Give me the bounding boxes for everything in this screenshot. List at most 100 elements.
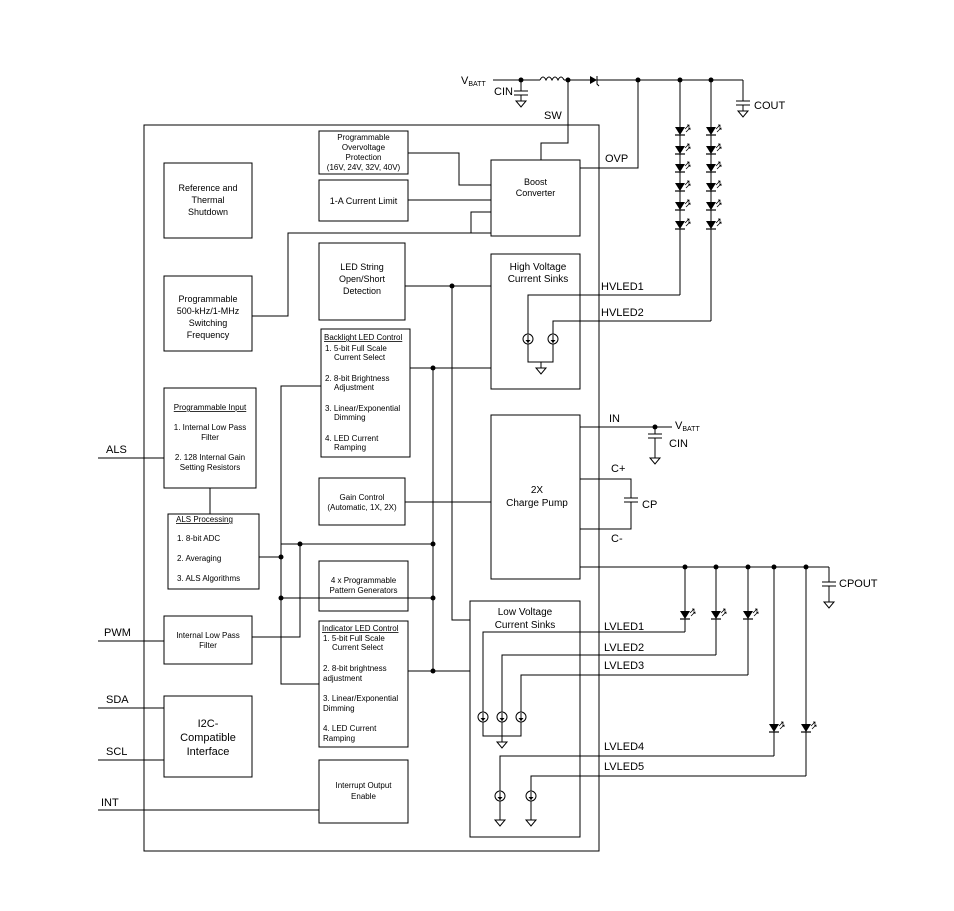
backlight-item-2a: 2. 8-bit Brightness (325, 374, 389, 383)
indicator-item-2a: 2. 8-bit brightness (323, 664, 387, 673)
interrupt-line1: Interrupt Output (335, 781, 392, 790)
pin-lvled2: LVLED2 (604, 642, 644, 654)
backlight-item-4a: 4. LED Current (325, 434, 379, 443)
pin-lvled3: LVLED3 (604, 660, 644, 672)
ovp-block-line3: Protection (345, 153, 381, 162)
i2c-line1: I2C- (198, 718, 219, 730)
led-detect-line3: Detection (343, 286, 381, 296)
pin-pwm: PWM (104, 627, 131, 639)
interrupt-output-block (318, 759, 409, 824)
gain-control-line1: Gain Control (340, 493, 385, 502)
hv-sinks-line2: Current Sinks (508, 274, 569, 285)
lpf-line2: Filter (199, 641, 217, 650)
i2c-line3: Interface (187, 746, 230, 758)
lv-current-sinks-block (469, 600, 581, 838)
backlight-item-3b: Dimming (334, 413, 366, 422)
indicator-title: Indicator LED Control (322, 624, 399, 633)
indicator-item-3a: 3. Linear/Exponential (323, 694, 398, 703)
switching-line2: 500-kHz/1-MHz (177, 306, 240, 316)
prog-input-item-1a: 1. Internal Low Pass (174, 423, 246, 432)
led-detect-line2: Open/Short (339, 274, 386, 284)
interrupt-line2: Enable (351, 792, 376, 801)
pin-c-plus: C+ (611, 463, 625, 475)
reference-shutdown-block (163, 162, 253, 239)
pin-hvled1: HVLED1 (601, 281, 644, 293)
als-title: ALS Processing (176, 515, 233, 524)
pin-lvled5: LVLED5 (604, 761, 644, 773)
indicator-item-1b: Current Select (332, 643, 384, 652)
indicator-item-1a: 1. 5-bit Full Scale (323, 634, 385, 643)
hv-sinks-line1: High Voltage (510, 262, 567, 273)
charge-pump-line2: Charge Pump (506, 498, 568, 509)
pin-cpout: CPOUT (839, 578, 878, 590)
pin-scl: SCL (106, 746, 127, 758)
pin-cp: CP (642, 499, 657, 511)
pin-lvled4: LVLED4 (604, 741, 644, 753)
lv-sinks-line1: Low Voltage (498, 607, 553, 618)
backlight-item-3a: 3. Linear/Exponential (325, 404, 400, 413)
ovp-block-line4: (16V, 24V, 32V, 40V) (327, 163, 401, 172)
als-processing-block (167, 513, 260, 590)
boost-supply-network (493, 76, 750, 321)
boost-converter-block (490, 159, 581, 237)
prog-input-item-2a: 2. 128 Internal Gain (175, 453, 245, 462)
backlight-title: Backlight LED Control (324, 333, 402, 342)
charge-pump-external (580, 424, 836, 609)
pin-in: IN (609, 413, 620, 425)
pattern-generators-block (318, 560, 409, 612)
backlight-item-2b: Adjustment (334, 383, 375, 392)
indicator-item-4b: Ramping (323, 734, 355, 743)
prog-input-title: Programmable Input (174, 403, 247, 412)
pin-sw: SW (544, 110, 562, 122)
backlight-item-4b: Ramping (334, 443, 366, 452)
boost-label-line1: Boost (524, 177, 548, 187)
switching-line3: Switching (189, 318, 228, 328)
pin-lvled1: LVLED1 (604, 621, 644, 633)
prog-input-item-1b: Filter (201, 433, 219, 442)
pin-cin-mid: CIN (669, 438, 688, 450)
prog-input-item-2b: Setting Resistors (180, 463, 240, 472)
pin-int: INT (101, 797, 119, 809)
i2c-line2: Compatible (180, 732, 236, 744)
reference-line1: Reference and (178, 183, 237, 193)
pattern-line2: Pattern Generators (329, 586, 397, 595)
led-detection-block (318, 242, 406, 321)
pin-c-minus: C- (611, 533, 623, 545)
led-detect-line1: LED String (340, 262, 384, 272)
lv-led-wiring (477, 567, 817, 827)
pin-cin-top: CIN (494, 86, 513, 98)
switching-frequency-block (163, 275, 253, 352)
low-pass-filter-block (163, 615, 253, 665)
lpf-line1: Internal Low Pass (176, 631, 240, 640)
left-pin-wiring (98, 457, 319, 811)
backlight-item-1a: 1. 5-bit Full Scale (325, 344, 387, 353)
i2c-interface-block (163, 695, 253, 778)
pin-hvled2: HVLED2 (601, 307, 644, 319)
gain-control-line2: (Automatic, 1X, 2X) (327, 503, 397, 512)
als-item-3: 3. ALS Algorithms (177, 574, 240, 583)
lv-sinks-line2: Current Sinks (495, 620, 556, 631)
pin-vbatt-mid: VBATT (675, 420, 700, 433)
boost-label-line2: Converter (516, 188, 556, 198)
pin-ovp: OVP (605, 153, 628, 165)
switching-line4: Frequency (187, 330, 230, 340)
pattern-line1: 4 x Programmable (331, 576, 397, 585)
backlight-control-block (320, 328, 411, 458)
current-limit-label: 1-A Current Limit (330, 196, 398, 206)
ovp-block-line1: Programmable (337, 133, 390, 142)
backlight-item-1b: Current Select (334, 353, 386, 362)
ic-outline (143, 124, 600, 852)
pin-sda: SDA (106, 694, 129, 706)
reference-line2: Thermal (191, 195, 224, 205)
indicator-item-2b: adjustment (323, 674, 363, 683)
pin-cout: COUT (754, 100, 785, 112)
charge-pump-block (490, 414, 581, 580)
indicator-item-3b: Dimming (323, 704, 355, 713)
reference-line3: Shutdown (188, 207, 228, 217)
als-item-1: 1. 8-bit ADC (177, 534, 220, 543)
pin-als: ALS (106, 444, 127, 456)
hv-sink-wiring (522, 294, 711, 375)
ovp-block-line2: Overvoltage (342, 143, 386, 152)
indicator-item-4a: 4. LED Current (323, 724, 377, 733)
